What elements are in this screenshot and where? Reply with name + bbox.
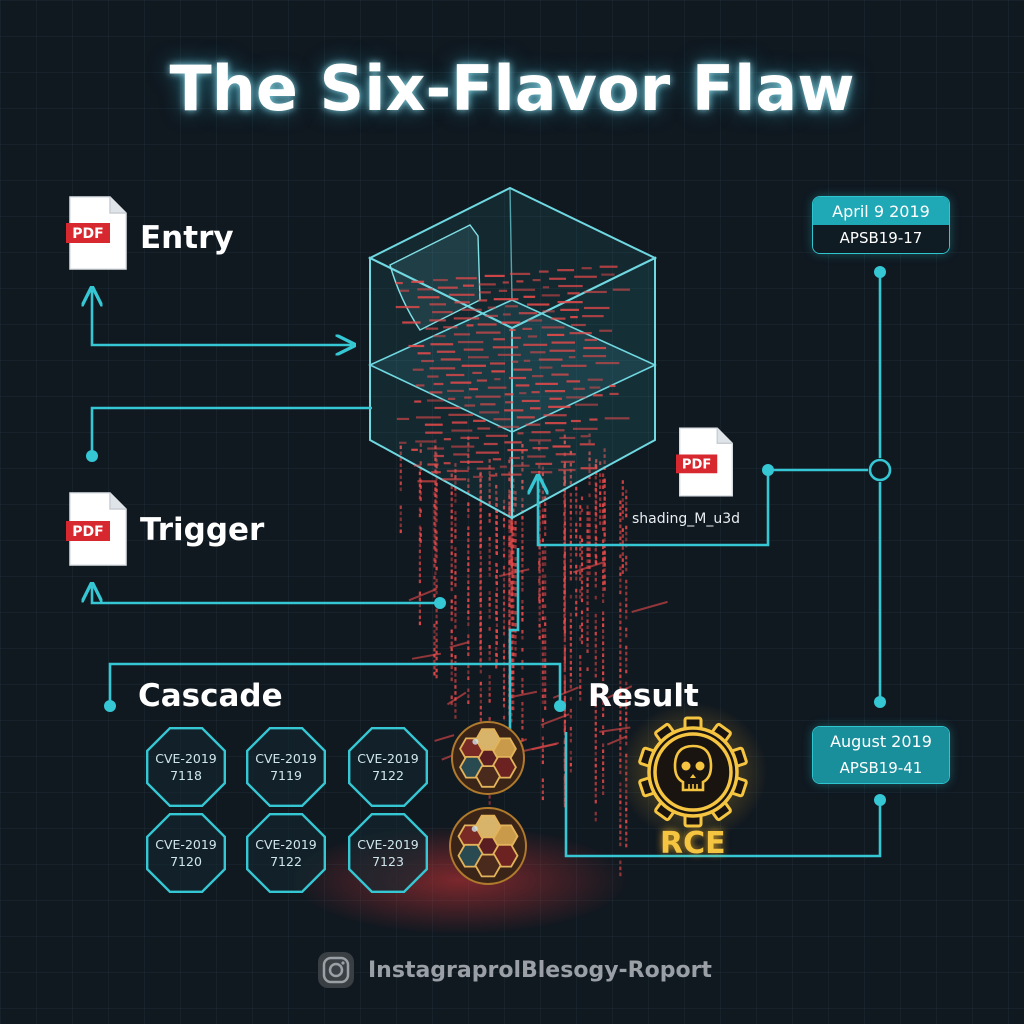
footer: InstagraprolBlesogy-Roport xyxy=(316,950,712,990)
cve-octagons xyxy=(145,727,428,893)
hex-crystal-icon xyxy=(449,721,527,885)
timeline-box-august: August 2019 APSB19-41 xyxy=(812,726,950,784)
pdf-file-icon: PDF xyxy=(676,427,733,497)
instagram-icon[interactable] xyxy=(316,950,356,990)
pdf-file-icon: PDF xyxy=(66,492,127,566)
timeline-date: August 2019 xyxy=(813,727,949,755)
page-title: The Six-Flavor Flaw xyxy=(169,52,855,125)
shading-file-name: shading_M_u3d xyxy=(632,511,741,527)
result-rce-label: RCE xyxy=(660,826,726,861)
timeline-box-april: April 9 2019 APSB19-17 xyxy=(812,196,950,254)
skull-gear-icon xyxy=(638,716,748,828)
stage-label-entry: Entry xyxy=(140,220,234,256)
connector-dots xyxy=(86,266,886,806)
svg-text:PDF: PDF xyxy=(72,524,103,540)
svg-text:PDF: PDF xyxy=(72,226,103,242)
timeline-bulletin: APSB19-17 xyxy=(813,225,949,253)
timeline-junction xyxy=(868,458,892,482)
timeline-date: April 9 2019 xyxy=(813,197,949,225)
glass-cube-icon xyxy=(367,186,658,520)
stage-label-trigger: Trigger xyxy=(140,512,265,548)
svg-text:PDF: PDF xyxy=(682,458,711,473)
stage-label-result: Result xyxy=(588,678,699,714)
footer-handle[interactable]: InstagraprolBlesogy-Roport xyxy=(368,957,712,983)
stage-label-cascade: Cascade xyxy=(138,678,283,714)
timeline-bulletin: APSB19-41 xyxy=(813,755,949,783)
connectors xyxy=(92,272,882,858)
pdf-file-icon: PDF xyxy=(66,196,127,270)
